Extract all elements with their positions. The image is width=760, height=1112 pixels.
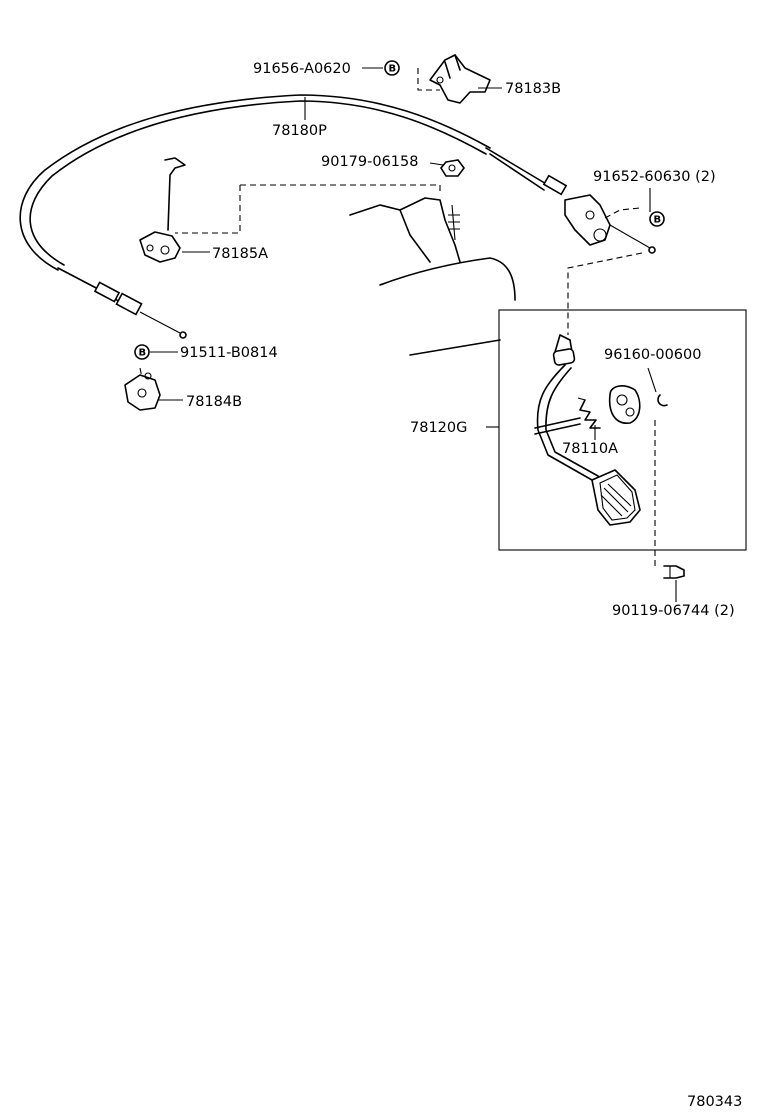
badge-b-3: B bbox=[134, 344, 150, 360]
badge-b-1: B bbox=[384, 60, 400, 76]
label-96160-00600: 96160-00600 bbox=[604, 347, 702, 363]
leader-lines bbox=[150, 67, 677, 602]
diagram-code: 780343 bbox=[687, 1094, 742, 1110]
label-91656-a0620: 91656-A0620 bbox=[253, 61, 351, 77]
label-90119-06744: 90119-06744 (2) bbox=[612, 603, 735, 619]
label-78110a: 78110A bbox=[562, 441, 618, 457]
dashed-guides bbox=[139, 68, 656, 568]
accelerator-cable bbox=[19, 94, 568, 339]
label-78180p: 78180P bbox=[272, 123, 327, 139]
label-91652-60630: 91652-60630 (2) bbox=[593, 169, 716, 185]
label-78185a: 78185A bbox=[212, 246, 268, 262]
label-91511-b0814: 91511-B0814 bbox=[180, 345, 278, 361]
engine-outline bbox=[349, 197, 516, 356]
nut-90179 bbox=[440, 159, 465, 177]
link-78185a bbox=[139, 157, 186, 263]
label-90179-06158: 90179-06158 bbox=[321, 154, 419, 170]
bolt-90119 bbox=[663, 565, 685, 579]
label-78184b: 78184B bbox=[186, 394, 242, 410]
bracket-78183b bbox=[429, 54, 491, 104]
label-78120g: 78120G bbox=[410, 420, 467, 436]
svg-text:B: B bbox=[389, 64, 397, 75]
pedal-assembly bbox=[534, 334, 668, 526]
bracket-78184b bbox=[124, 372, 161, 411]
badge-b-2: B bbox=[649, 211, 665, 227]
svg-text:B: B bbox=[139, 348, 147, 359]
pedal-assembly-box bbox=[498, 309, 747, 551]
cable-bracket-right bbox=[564, 194, 656, 254]
label-78183b: 78183B bbox=[505, 81, 561, 97]
svg-text:B: B bbox=[654, 215, 662, 226]
